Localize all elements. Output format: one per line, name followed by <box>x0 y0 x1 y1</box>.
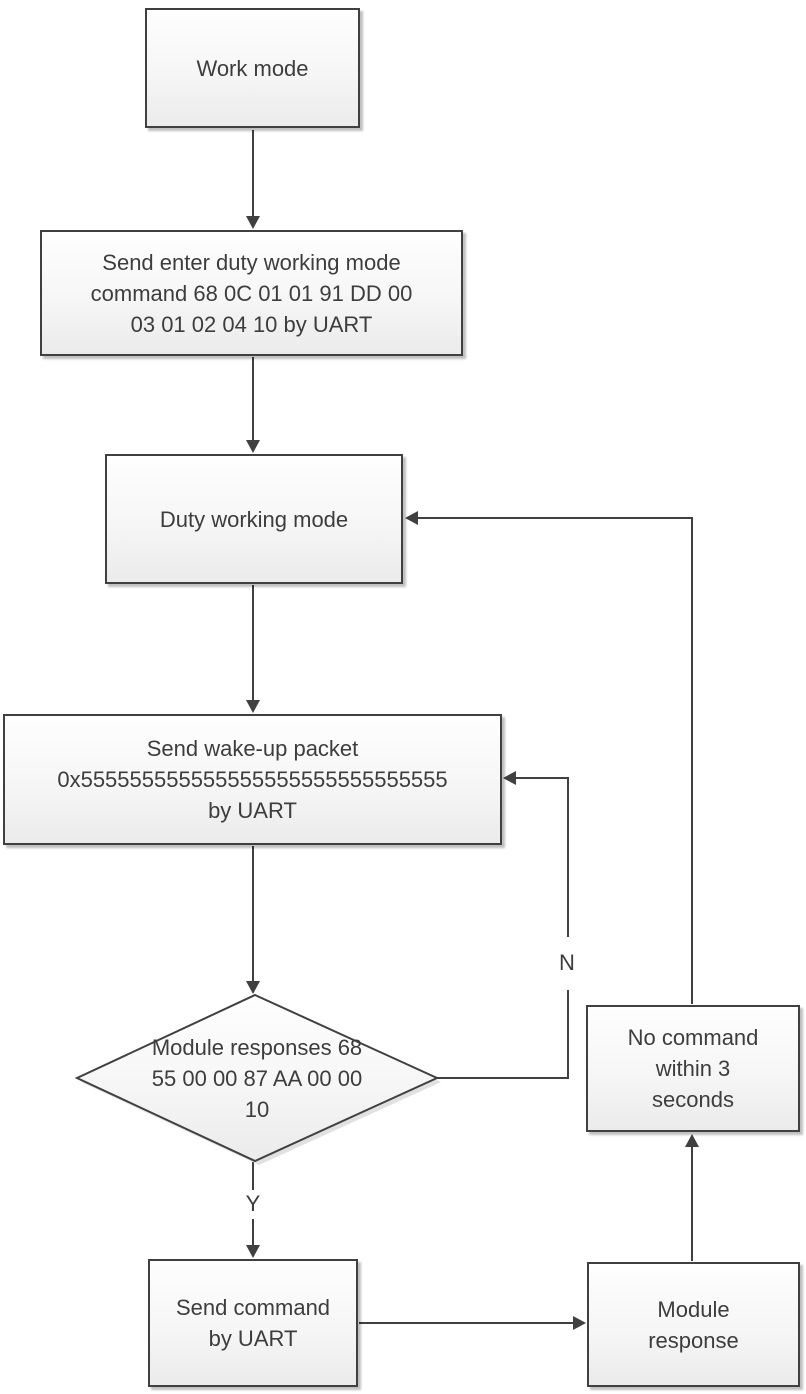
node-send-command: Send command by UART <box>148 1259 358 1387</box>
arrow-left-icon <box>503 771 516 785</box>
arrow-down-icon <box>246 1245 260 1258</box>
edge-nocommand-to-dutymode <box>405 511 693 1004</box>
node-work-mode: Work mode <box>145 8 360 128</box>
edge-decision-no-to-wakeup <box>437 771 569 1079</box>
node-module-response: Module response <box>587 1262 800 1387</box>
edge-workmode-to-sendenterduty <box>246 130 260 229</box>
arrow-left-icon <box>405 511 418 525</box>
edge-sendcommand-to-moduleresponse <box>359 1316 586 1330</box>
edge-decision-yes-to-sendcommand <box>246 1162 260 1258</box>
node-duty-working-mode-label: Duty working mode <box>159 506 349 532</box>
node-work-mode-label: Work mode <box>196 55 309 81</box>
node-duty-working-mode: Duty working mode <box>105 454 403 584</box>
node-send-command-label: Send command by UART <box>175 1295 331 1351</box>
node-send-enter-duty: Send enter duty working mode command 68 … <box>40 230 463 356</box>
node-send-wakeup-packet: Send wake-up packet 0x555555555555555555… <box>3 714 502 845</box>
arrow-down-icon <box>246 440 260 453</box>
decision-diamond-shape <box>74 993 441 1165</box>
edge-dutymode-to-wakeup <box>246 585 260 713</box>
edge-label-yes: Y <box>242 1191 264 1217</box>
arrow-down-icon <box>246 700 260 713</box>
node-no-command-timeout: No command within 3 seconds <box>586 1005 800 1132</box>
edge-wakeup-to-decision <box>246 846 260 994</box>
arrow-right-icon <box>573 1316 586 1330</box>
arrow-down-icon <box>246 981 260 994</box>
edge-sendenterduty-to-dutymode <box>246 357 260 453</box>
node-send-wakeup-packet-label: Send wake-up packet 0x555555555555555555… <box>57 736 448 823</box>
node-module-responses-decision-label: Module responses 68 55 00 00 87 AA 00 00… <box>151 1034 363 1122</box>
node-module-responses-decision: Module responses 68 55 00 00 87 AA 00 00… <box>95 1010 419 1146</box>
node-module-response-label: Module response <box>648 1296 739 1353</box>
node-no-command-timeout-label: No command within 3 seconds <box>627 1025 759 1112</box>
edge-moduleresponse-to-nocommand <box>685 1134 699 1261</box>
arrow-down-icon <box>246 216 260 229</box>
edge-label-no: N <box>556 950 578 976</box>
arrow-up-icon <box>685 1134 699 1147</box>
node-send-enter-duty-label: Send enter duty working mode command 68 … <box>90 249 413 337</box>
